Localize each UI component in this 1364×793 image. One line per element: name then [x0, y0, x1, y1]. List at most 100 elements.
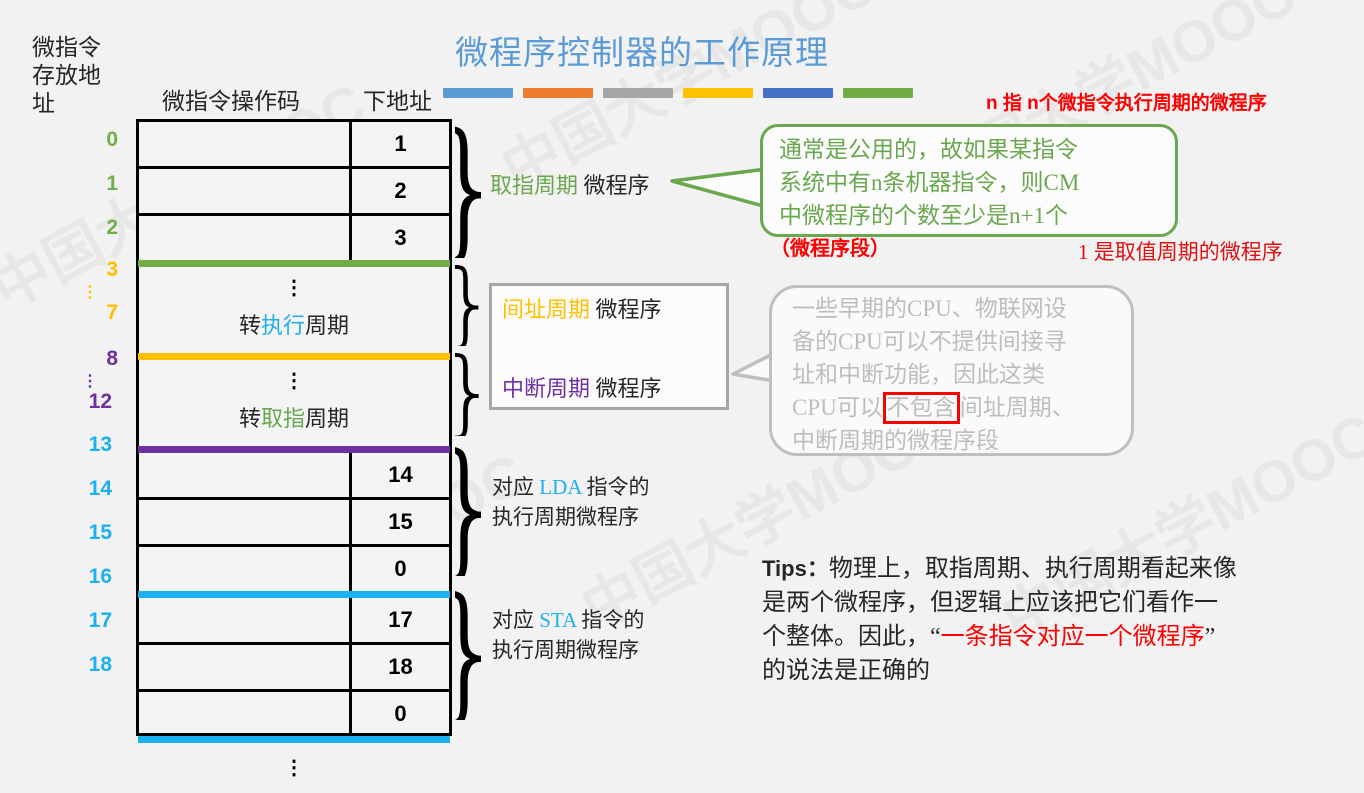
title-bar-5: [843, 88, 913, 98]
table-row: ⋮ 转取指周期: [139, 360, 449, 446]
next-address-cell: 17: [349, 598, 449, 642]
address-column-header: 微指令存放地址: [32, 35, 101, 116]
group-label-sta: 对应 STA 指令的 执行周期微程序: [492, 605, 644, 665]
green-callout-text: 通常是公用的，故如果某指令 系统中有n条机器指令，则CM 中微程序的个数至少是n…: [779, 133, 1165, 232]
highlight-box: 不包含: [882, 392, 960, 424]
table-row: 1: [139, 122, 449, 166]
address-label-7: 7: [106, 301, 118, 324]
group-label-lda-line1: 对应 LDA 指令的: [492, 472, 650, 502]
green-callout-line1: 通常是公用的，故如果某指令: [779, 137, 1078, 162]
tips-line1-text: 物理上，取指周期、执行周期看起来像: [828, 556, 1237, 582]
title-bar-2: [603, 88, 673, 98]
title-bar-3: [683, 88, 753, 98]
next-address-cell: 18: [349, 645, 449, 689]
control-memory-table: 1 2 3 ⋮ 转执行周期 ⋮: [136, 119, 452, 778]
next-address-cell: 3: [349, 216, 449, 260]
table-row-tail: ⋮: [139, 743, 449, 793]
address-label-17: 17: [88, 609, 112, 632]
address-label-15: 15: [88, 521, 112, 544]
title-decoration-bars: [443, 88, 913, 100]
next-address-column-header: 下地址: [363, 89, 432, 114]
tips-line3-pre: 个整体。因此，“: [762, 624, 941, 650]
address-label-12: 12: [88, 390, 112, 413]
tips-line3-post: ”: [1204, 624, 1216, 650]
group-label-interrupt: 中断周期 微程序: [502, 371, 662, 403]
group-separator-indirect: [138, 353, 450, 360]
grey-callout-line1: 一些早期的CPU、物联网设: [792, 296, 1067, 321]
green-callout: 通常是公用的，故如果某指令 系统中有n条机器指令，则CM 中微程序的个数至少是n…: [760, 124, 1178, 237]
table-row: 0: [139, 547, 449, 591]
next-address-cell: 14: [349, 453, 449, 497]
grey-callout-line5: 中断周期的微程序段: [792, 428, 999, 453]
table-row: ⋮ 转执行周期: [139, 267, 449, 353]
green-callout-footnote: （微程序段）: [770, 238, 890, 260]
title-bar-4: [763, 88, 833, 98]
annotation-n-meaning: n 指 n个微指令执行周期的微程序: [986, 93, 1267, 114]
address-label-3: 3: [106, 258, 118, 281]
group-separator-interrupt: [138, 446, 450, 453]
group-separator-fetch: [138, 260, 450, 267]
brace-fetch: }: [455, 120, 481, 258]
tips-block: Tips：物理上，取指周期、执行周期看起来像 是两个微程序，但逻辑上应该把它们看…: [762, 552, 1342, 688]
tips-line2: 是两个微程序，但逻辑上应该把它们看作一: [762, 590, 1218, 616]
row-divider: [139, 642, 449, 645]
vertical-ellipsis: ⋮: [284, 370, 304, 392]
row-divider: [139, 213, 449, 216]
group-label-interrupt-colored: 中断周期: [502, 376, 591, 401]
jump-text-post: 周期: [305, 406, 350, 431]
opcode-cell-merged: ⋮ 转执行周期: [139, 267, 449, 353]
table-row: 18: [139, 645, 449, 689]
group-label-lda-line2: 执行周期微程序: [492, 505, 639, 529]
jump-text-mid: 执行: [260, 313, 305, 338]
grey-callout-line3: 址和中断功能，因此这类: [792, 362, 1045, 387]
grey-callout-line4: CPU可以不包含间址周期、: [792, 391, 1121, 424]
group-label-sta-line2: 执行周期微程序: [492, 638, 639, 662]
tips-line3: 个整体。因此，“一条指令对应一个微程序”: [762, 620, 1342, 654]
grey-line4-post: 间址周期、: [959, 395, 1075, 420]
address-label-14: 14: [88, 477, 112, 500]
tips-label: Tips：: [762, 556, 829, 581]
brace-indirect: }: [455, 262, 481, 346]
group-separator-sta: [138, 736, 450, 743]
brace-sta: }: [455, 584, 481, 720]
lda-pre: 对应: [492, 475, 540, 499]
jump-text-post: 周期: [305, 313, 350, 338]
jump-text-mid: 取指: [260, 406, 305, 431]
row-divider: [139, 497, 449, 500]
vertical-ellipsis: ⋮: [284, 757, 304, 779]
brace-lda: }: [455, 440, 481, 576]
table-row: 0: [139, 692, 449, 736]
indirect-interrupt-group-box: [489, 283, 729, 410]
sta-post: 指令的: [576, 608, 645, 632]
sta-mnemonic: STA: [539, 608, 577, 632]
vertical-ellipsis: ⋮: [284, 277, 304, 299]
address-label-8: 8: [106, 347, 118, 370]
lda-post: 指令的: [581, 475, 650, 499]
address-label-0: 0: [106, 128, 118, 151]
opcode-column-header: 微指令操作码: [162, 89, 300, 114]
address-ellipsis-3-7: ⋮: [82, 284, 98, 301]
table-row: 15: [139, 500, 449, 544]
opcode-cell-merged: ⋮ 转取指周期: [139, 360, 449, 446]
row-divider: [139, 544, 449, 547]
jump-text-pre: 转: [238, 406, 261, 431]
tips-line1: Tips：物理上，取指周期、执行周期看起来像: [762, 552, 1342, 586]
address-ellipsis-8-12: ⋮: [82, 373, 98, 390]
next-address-cell: 1: [349, 122, 449, 166]
table-row: 14: [139, 453, 449, 497]
address-label-13: 13: [88, 433, 112, 456]
address-label-1: 1: [106, 172, 118, 195]
page-title: 微程序控制器的工作原理: [455, 36, 829, 72]
green-callout-line2: 系统中有n条机器指令，则CM: [779, 170, 1080, 195]
group-separator-lda: [138, 591, 450, 598]
next-address-cell: 0: [349, 547, 449, 591]
group-label-lda: 对应 LDA 指令的 执行周期微程序: [492, 472, 650, 532]
sta-pre: 对应: [492, 608, 540, 632]
grey-callout-text: 一些早期的CPU、物联网设 备的CPU可以不提供间接寻 址和中断功能，因此这类 …: [792, 292, 1121, 457]
group-label-fetch-colored: 取指周期: [490, 173, 579, 198]
grey-line4-pre: CPU可以: [792, 395, 883, 420]
tips-emphasis: 一条指令对应一个微程序: [940, 624, 1205, 650]
table-row: 3: [139, 216, 449, 260]
opcode-cell-merged: ⋮: [139, 743, 449, 793]
